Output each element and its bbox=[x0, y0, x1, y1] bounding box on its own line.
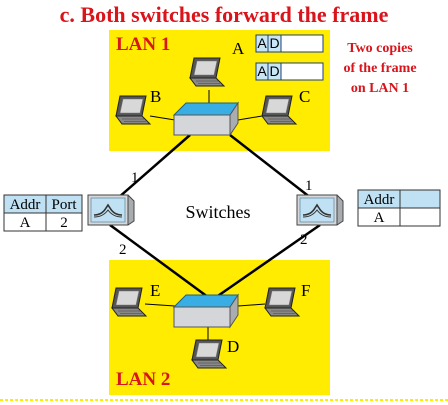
frame-copy-1: A D bbox=[255, 34, 324, 53]
switches-label: Switches bbox=[186, 202, 251, 222]
host-b-label: B bbox=[150, 87, 161, 106]
link-f-hub2 bbox=[237, 303, 266, 307]
right-switch-icon bbox=[296, 194, 344, 226]
link-right-switch-hub2 bbox=[211, 223, 321, 302]
diagram-title: c. Both switches forward the frame bbox=[60, 2, 389, 27]
link-c-hub1 bbox=[237, 115, 263, 121]
link-hub1-right-switch bbox=[229, 134, 321, 206]
note-line-3: on LAN 1 bbox=[351, 81, 409, 96]
left-table-cell-port: 2 bbox=[60, 215, 68, 231]
right-table-header-addr: Addr bbox=[364, 192, 395, 208]
lan1-label: LAN 1 bbox=[116, 34, 170, 55]
frame-1-dest: A bbox=[257, 35, 267, 51]
right-switch-table: Addr A bbox=[357, 189, 441, 227]
right-switch-port-2: 2 bbox=[300, 232, 308, 248]
host-d-label: D bbox=[227, 337, 239, 356]
lan2-label: LAN 2 bbox=[116, 369, 170, 390]
left-switch-table: Addr Port A 2 bbox=[3, 194, 83, 232]
note-line-2: of the frame bbox=[343, 61, 416, 76]
link-e-hub2 bbox=[144, 303, 176, 307]
left-table-header-port: Port bbox=[51, 197, 77, 213]
lan2-area bbox=[109, 260, 330, 395]
host-a-label: A bbox=[232, 39, 245, 58]
hub-lan1 bbox=[173, 102, 239, 136]
left-switch-port-2: 2 bbox=[119, 242, 127, 258]
frame-copy-2: A D bbox=[255, 62, 324, 81]
host-c-label: C bbox=[299, 87, 310, 106]
left-switch-port-1: 1 bbox=[131, 170, 139, 186]
left-switch-icon bbox=[87, 194, 135, 226]
link-hub1-left-switch bbox=[109, 134, 191, 206]
frame-2-dest: A bbox=[257, 63, 267, 79]
host-e-label: E bbox=[150, 281, 160, 300]
left-table-cell-addr: A bbox=[20, 215, 31, 231]
note-line-1: Two copies bbox=[347, 41, 413, 56]
right-table-cell-addr: A bbox=[374, 210, 385, 226]
hub-lan2 bbox=[173, 294, 239, 328]
link-left-switch-hub2 bbox=[109, 223, 213, 302]
left-table-header-addr: Addr bbox=[10, 197, 41, 213]
frame-2-src: D bbox=[269, 63, 279, 79]
host-f-label: F bbox=[301, 281, 310, 300]
frame-1-src: D bbox=[269, 35, 279, 51]
link-b-hub1 bbox=[149, 115, 176, 121]
right-switch-port-1: 1 bbox=[305, 178, 313, 194]
